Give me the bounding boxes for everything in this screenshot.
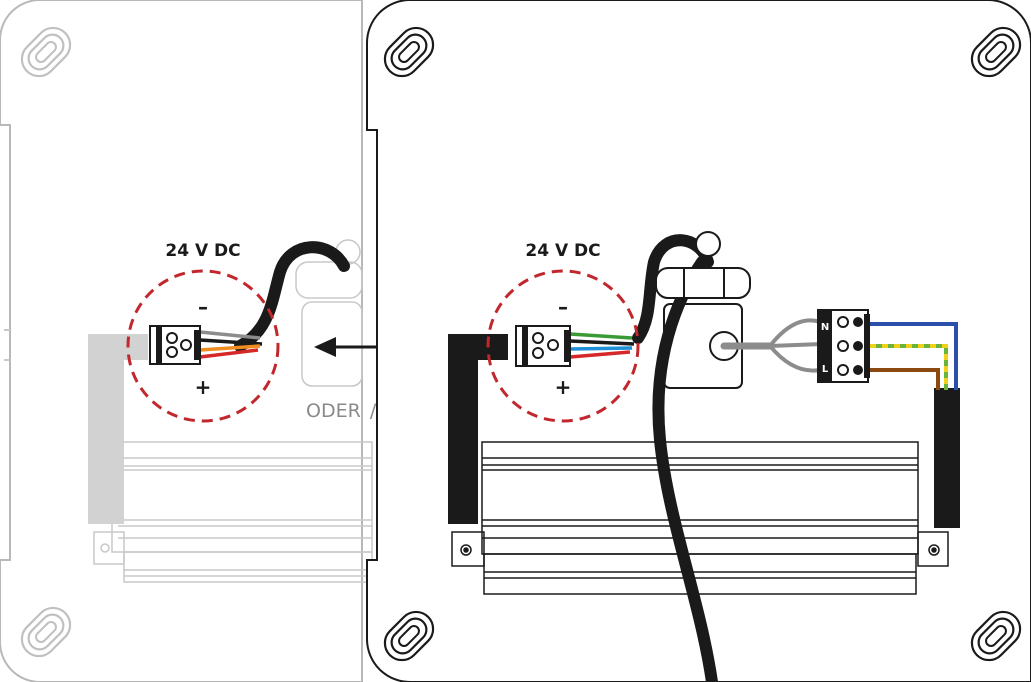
left-highlight-circle <box>126 269 280 423</box>
left-minus-label: – <box>198 295 208 319</box>
right-cable-clamp <box>655 231 751 299</box>
left-plus-label: + <box>195 375 212 399</box>
left-cable-clamp <box>295 239 363 387</box>
right-highlight-circle <box>486 269 640 423</box>
right-power-supply <box>451 441 949 595</box>
right-dc-bracket <box>448 334 508 524</box>
left-dc-cable <box>234 241 350 352</box>
left-power-supply <box>93 441 373 583</box>
mains-terminal-block: N L <box>817 309 870 383</box>
mounting-hole-icon <box>13 599 79 665</box>
terminal-label-l: L <box>822 364 829 375</box>
right-minus-label: – <box>558 295 568 319</box>
mains-grey-cable <box>720 318 824 373</box>
right-dc-connector <box>515 325 571 367</box>
left-dc-connector <box>149 325 201 365</box>
right-voltage-label: 24 V DC <box>525 241 600 261</box>
mounting-hole-icon <box>13 19 79 85</box>
left-voltage-label: 24 V DC <box>165 241 240 261</box>
right-dc-cable <box>632 234 714 344</box>
right-mains-bracket <box>934 388 960 528</box>
right-long-cable <box>652 256 718 682</box>
left-bracket <box>88 334 124 524</box>
left-variant-housing <box>0 0 363 682</box>
terminal-label-n: N <box>821 322 829 333</box>
left-dc-wires <box>199 330 263 359</box>
right-dc-wires <box>569 332 635 359</box>
right-plus-label: + <box>555 375 572 399</box>
mains-wires <box>870 322 958 390</box>
